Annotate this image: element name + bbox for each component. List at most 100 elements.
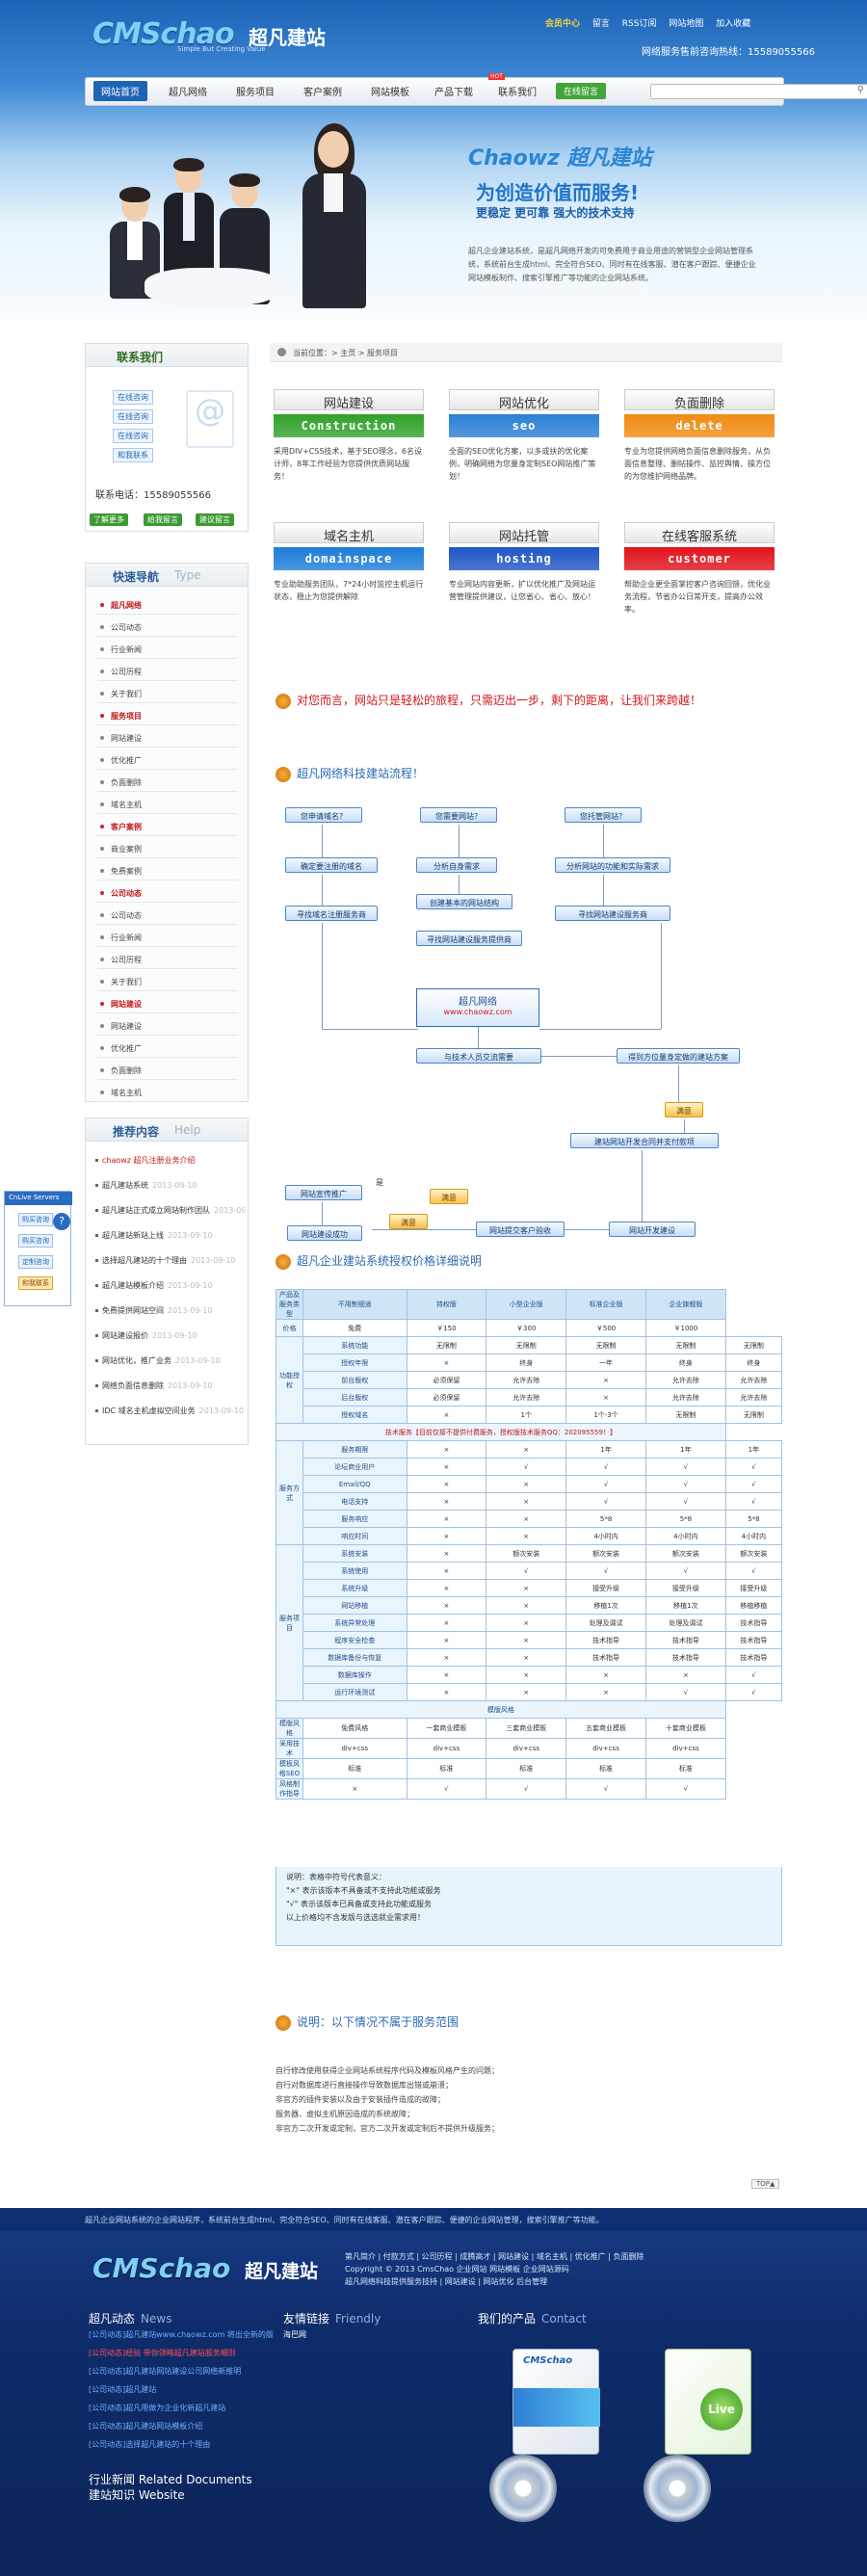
footer-bottom-link[interactable]: 建站知识 Website (89, 2488, 185, 2502)
learn-more-button[interactable]: 了解更多 (90, 513, 128, 526)
quick-nav-category[interactable]: 客户案例 (97, 818, 238, 836)
message-link[interactable]: 留言 (591, 19, 610, 29)
member-center-link[interactable]: 会员中心 (545, 19, 581, 29)
float-contact[interactable]: 和我联系 (18, 1276, 53, 1290)
table-header-cell: 持权版 (406, 1289, 487, 1320)
search-input[interactable]: ⚲ (650, 84, 867, 99)
quick-nav-item[interactable]: 网站建设 (97, 1017, 238, 1036)
table-cell: 数据库操作 (302, 1666, 407, 1684)
table-cell: 1个 (486, 1406, 567, 1424)
float-custom[interactable]: 定制咨询 (18, 1255, 53, 1269)
quick-nav-item[interactable]: 关于我们 (97, 685, 238, 703)
table-cell: 标准 (486, 1758, 567, 1779)
search-icon[interactable]: ⚲ (856, 85, 864, 95)
flow-connector (603, 875, 604, 906)
footer-logo[interactable]: CMSchao (92, 2252, 231, 2284)
quick-nav-item[interactable]: 优化推广 (97, 1039, 238, 1058)
suggestion-button[interactable]: 建议留言 (196, 513, 234, 526)
footer-bottom-link[interactable]: 行业新闻 Related Documents (89, 2473, 252, 2486)
sitemap-link[interactable]: 网站地图 (669, 19, 704, 29)
quick-nav-item[interactable]: 公司历程 (97, 951, 238, 969)
logo[interactable]: CMSchao (92, 17, 234, 51)
quick-nav-item[interactable]: 公司历程 (97, 663, 238, 681)
quick-nav-item[interactable]: 域名主机 (97, 1084, 238, 1102)
favorite-link[interactable]: 加入收藏 (716, 19, 751, 29)
flow-step: 与技术人员交流需要 (416, 1048, 541, 1064)
product-box-2[interactable]: Live (665, 2349, 751, 2455)
rss-link[interactable]: RSS订阅 (621, 19, 657, 29)
quick-nav-category[interactable]: 超凡网络 (97, 596, 238, 615)
table-cell: 响应时间 (302, 1527, 407, 1545)
qq-button-3[interactable]: 在线咨询 (113, 429, 153, 443)
qq-button-4[interactable]: 和我联系 (113, 448, 153, 462)
quick-nav-item[interactable]: 负面删除 (97, 1062, 238, 1080)
table-cell: 额次安装 (486, 1544, 567, 1563)
footer-link-row[interactable]: 第凡简介 | 付款方式 | 公司历程 | 成腾高才 | 网站建设 | 域名主机 … (345, 2252, 644, 2261)
footer-news-item[interactable]: [公司动态]超凡建站网站建设公司网络新推明 (89, 2367, 242, 2376)
quick-nav-item[interactable]: 免费案例 (97, 862, 238, 881)
table-cell: √ (724, 1562, 783, 1580)
footer-news-item[interactable]: [公司动态]经验 带你领略超凡建站服务细则 (89, 2349, 236, 2357)
quick-nav-category[interactable]: 网站建设 (97, 995, 238, 1013)
quick-nav-item[interactable]: 行业新闻 (97, 929, 238, 947)
float-consult-1[interactable]: 购买咨询 (18, 1213, 53, 1226)
product-disc-1 (489, 2455, 557, 2522)
quick-nav-item[interactable]: 公司动态 (97, 618, 238, 637)
footer-news-item[interactable]: [公司动态]超凡用做为企业化新超凡建站 (89, 2404, 226, 2412)
footer-news-item[interactable]: [公司动态]超凡建站www.chaowz.com 将出全新的版 (89, 2330, 274, 2339)
quick-nav-item[interactable]: 网站建设 (97, 729, 238, 748)
leave-message-button[interactable]: 给我留言 (144, 513, 182, 526)
help-icon[interactable]: ? (53, 1213, 70, 1230)
qq-button-2[interactable]: 在线咨询 (113, 409, 153, 424)
footer-news-item[interactable]: [公司动态]超凡建站 (89, 2385, 157, 2394)
footer-news-item[interactable]: [公司动态]超凡建站网站模板介绍 (89, 2422, 203, 2431)
table-cell: 标准 (406, 1758, 487, 1779)
qq-button-1[interactable]: 在线咨询 (113, 390, 153, 405)
recommend-item-title: 网站优化，推广业务 (102, 1356, 171, 1365)
nav-downloads[interactable]: 产品下载 (434, 88, 473, 98)
quick-nav-item[interactable]: 公司动态 (97, 907, 238, 925)
quick-nav-label: 负面删除 (111, 1066, 142, 1075)
nav-contact[interactable]: 联系我们 (498, 88, 537, 98)
nav-services[interactable]: 服务项目 (236, 88, 275, 98)
nav-home[interactable]: 网站首页 (93, 81, 147, 101)
quick-nav-item[interactable]: 优化推广 (97, 751, 238, 770)
quick-nav-item[interactable]: 负面删除 (97, 774, 238, 792)
quick-nav-item[interactable]: 域名主机 (97, 796, 238, 814)
friend-link[interactable]: 海巴网 (283, 2330, 306, 2339)
nav-templates[interactable]: 网站模板 (371, 88, 409, 98)
footer-link-row[interactable]: 超凡网络科技提供服务技持 | 网站建设 | 网站优化 后台管理 (345, 2277, 548, 2286)
quick-nav-item[interactable]: 关于我们 (97, 973, 238, 991)
quick-nav-item[interactable]: 行业新闻 (97, 641, 238, 659)
banner-people-image (106, 123, 395, 316)
quick-nav-item[interactable]: 商业案例 (97, 840, 238, 858)
product-box-1[interactable]: CMSchao (512, 2349, 600, 2455)
quick-nav-category[interactable]: 公司动态 (97, 884, 238, 903)
nav-cases[interactable]: 客户案例 (303, 88, 342, 98)
quick-nav-label: 服务项目 (111, 712, 142, 721)
back-to-top-button[interactable]: TOP▲ (751, 2179, 780, 2189)
quick-nav-category[interactable]: 服务项目 (97, 707, 238, 725)
nav-about[interactable]: 超凡网络 (169, 88, 207, 98)
online-message-button[interactable]: 在线留言 (556, 83, 607, 99)
footer-news-item[interactable]: [公司动态]选择超凡建站的十个理由 (89, 2440, 211, 2449)
recommend-item[interactable]: chaowz 超凡注册业务介绍 (95, 1155, 245, 1166)
float-consult-2[interactable]: 购买咨询 (18, 1234, 53, 1248)
